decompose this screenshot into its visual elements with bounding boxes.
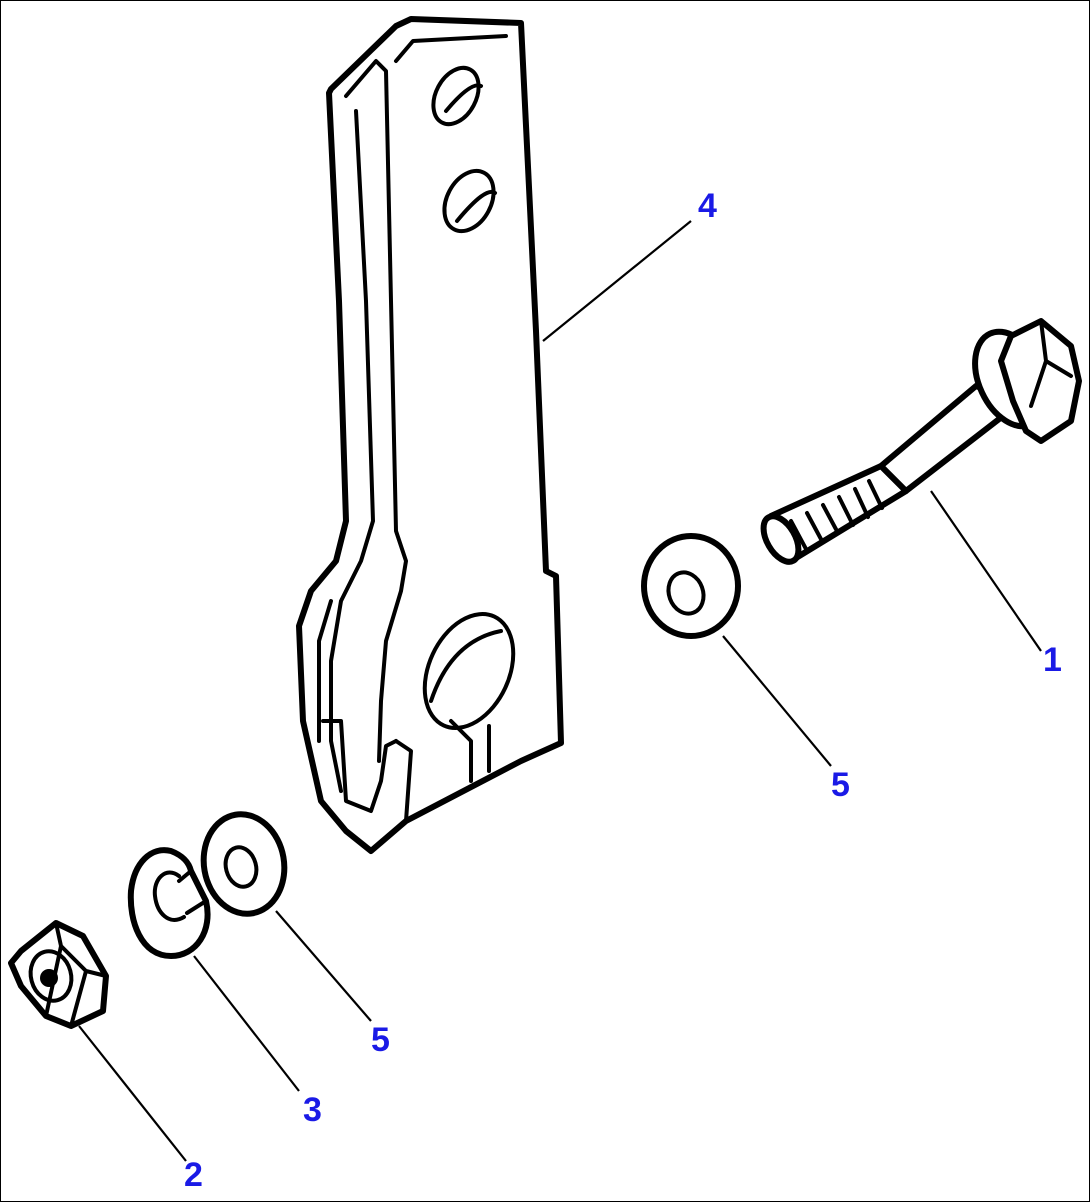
washer-right-part [641,533,741,639]
link-arm-part [296,16,564,854]
callout-2: 2 [184,1156,203,1194]
hex-nut-part [8,920,109,1029]
leader-line-5-left [275,910,372,1022]
washer-left-part [200,811,288,917]
leader-line-4 [542,220,692,342]
callout-3: 3 [303,1091,322,1129]
lock-washer-part [127,847,211,959]
leader-lines [78,220,1042,1162]
leader-line-1 [930,490,1042,652]
callout-1: 1 [1043,641,1062,679]
leader-line-2 [78,1025,187,1162]
bolt-part [760,318,1082,565]
callout-4: 4 [698,187,717,225]
callout-5-right: 5 [831,766,850,804]
leader-line-3 [193,955,300,1092]
callout-labels: 4 1 5 5 3 2 [184,187,1062,1194]
callout-5-left: 5 [371,1021,390,1059]
leader-line-5-right [722,635,832,767]
